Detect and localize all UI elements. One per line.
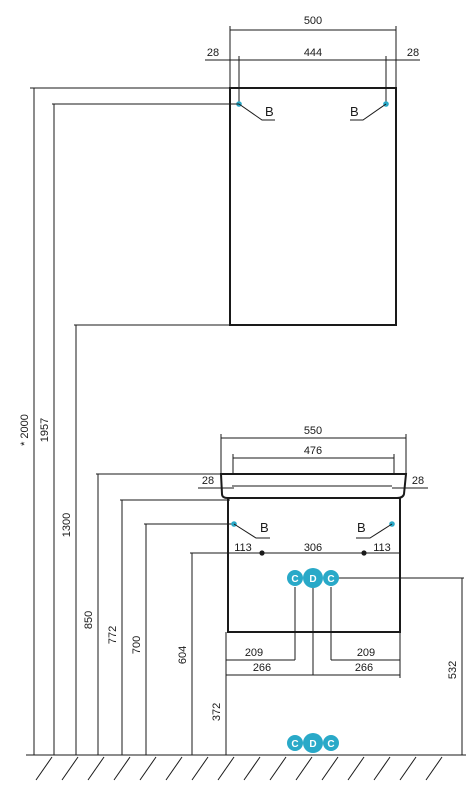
label-pipe-c: C [327,574,334,585]
floor-hatch-mark [165,756,183,781]
label-right-209: 209 [357,647,375,659]
dim-vanity-width: 550 [220,425,407,474]
hole-point-icon [259,550,265,556]
label-top-left-offset: 28 [207,47,219,59]
label-top-width: 500 [304,15,322,27]
label-top-inner: 444 [304,47,322,59]
label-mount-b: B [260,520,269,535]
label-left-209: 209 [245,647,263,659]
dim-vertical-2000: * 2000 [19,87,230,755]
dim-vanity-offsets: 28 28 [198,475,428,489]
mirror-cabinet [229,87,397,326]
label-h-total: * 2000 [19,414,31,446]
label-h-532: 532 [447,661,459,679]
label-mount-b: B [265,104,274,119]
floor-hatch-mark [217,756,235,781]
mirror-mount-left: B [236,101,275,121]
label-h-604: 604 [177,646,189,664]
label-floor-d: D [309,739,316,750]
floor-hatch-mark [269,756,287,781]
floor-c-icon [323,735,339,751]
label-h-850: 850 [83,611,95,629]
floor-hatch-mark [425,756,443,781]
label-mount-b: B [357,520,366,535]
dim-vertical-1300: 1300 [61,324,230,755]
floor-hatch-mark [399,756,417,781]
label-top-right-offset: 28 [407,47,419,59]
pipe-d-icon [303,568,323,588]
dim-top-inner: 28 444 28 [205,47,420,104]
dim-vertical-1957: 1957 [39,103,239,755]
vanity-mount-left: B [231,520,270,539]
label-h-372: 372 [211,703,223,721]
vanity-unit [219,473,408,633]
label-mount-b: B [350,104,359,119]
label-pipe-d: D [309,574,316,585]
dim-left-pipe-offsets: 209 266 [226,647,313,676]
label-hole-mid: 306 [304,542,322,554]
dim-vertical-372: 372 [211,632,227,755]
label-h-1300: 1300 [61,513,73,537]
floor-hatch-mark [113,756,131,781]
label-vanity-left-offset: 28 [202,475,214,487]
label-vanity-right-offset: 28 [412,475,424,487]
floor-hatch-mark [243,756,261,781]
floor-hatch-mark [35,756,53,781]
dim-vertical-700: 700 [131,523,234,755]
floor-c-icon [287,735,303,751]
label-h-1957: 1957 [39,418,51,442]
mirror-mount-right: B [350,101,389,121]
floor-hatch-mark [347,756,365,781]
label-vanity-width: 550 [304,425,322,437]
floor-hatch-mark [373,756,391,781]
floor-d-icon [303,733,323,753]
label-vanity-inner: 476 [304,445,322,457]
dim-vertical-532: 532 [447,578,463,755]
floor-connections: C D C [287,733,339,753]
label-pipe-c: C [291,574,298,585]
floor-hatch-mark [295,756,313,781]
floor-hatch-mark [191,756,209,781]
dim-vertical-850: 850 [83,473,230,755]
label-left-266: 266 [253,662,271,674]
pipe-c-icon [323,570,339,586]
dim-vanity-inner: 476 [232,445,395,474]
dim-vertical-772: 772 [107,499,230,755]
pipe-connections: C D C [287,568,464,675]
pipe-c-icon [287,570,303,586]
floor-hatch-mark [87,756,105,781]
vanity-cabinet [227,497,401,633]
label-right-266: 266 [355,662,373,674]
dim-hole-spacing: 113 306 113 [228,542,400,556]
floor-hatch-mark [321,756,339,781]
floor-hatch-mark [61,756,79,781]
label-h-700: 700 [131,636,143,654]
dim-right-pipe-offsets: 209 266 [313,632,401,678]
hole-point-icon [361,550,367,556]
floor [26,754,466,781]
vanity-mount-right: B [356,520,395,539]
label-h-772: 772 [107,626,119,644]
label-floor-c: C [291,739,298,750]
dim-top-width: 500 [229,15,397,88]
label-hole-right: 113 [373,542,391,554]
floor-hatch-mark [139,756,157,781]
floor-hatch [35,756,443,781]
label-floor-c: C [327,739,334,750]
label-hole-left: 113 [234,542,252,554]
